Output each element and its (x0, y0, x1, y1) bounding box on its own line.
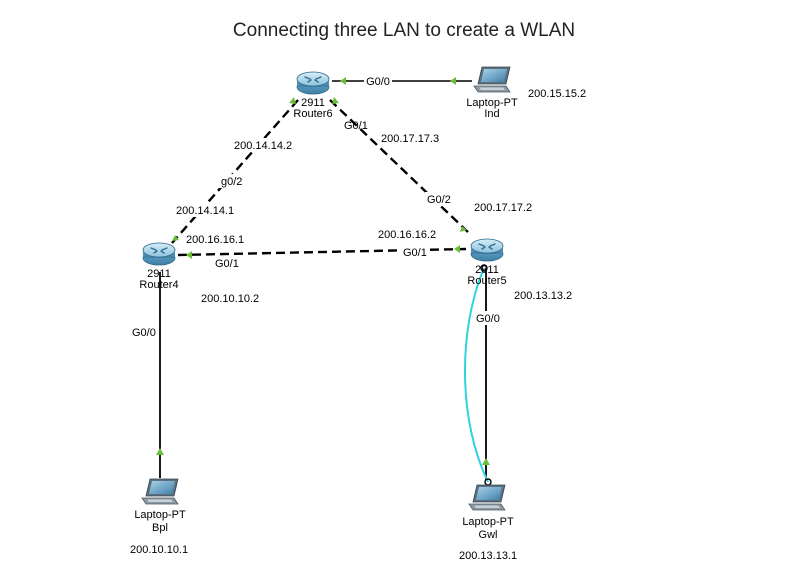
label-gwl-ip: 200.13.13.1 (459, 550, 517, 562)
label-r6-r5-ip: 200.17.17.3 (381, 133, 439, 145)
label-ind-ip: 200.15.15.2 (528, 88, 586, 100)
label-r4-g02: g0/2 (221, 176, 242, 188)
label-r6-g01: G0/1 (344, 120, 368, 132)
laptop-ind-name: Ind (484, 108, 499, 120)
label-r4-g00: G0/0 (132, 327, 156, 339)
router5[interactable]: 2911 Router5 (467, 238, 507, 287)
router6[interactable]: 2911 Router6 (293, 71, 333, 120)
label-r5-lan-ip: 200.13.13.2 (514, 290, 572, 302)
router5-name: Router5 (467, 275, 506, 287)
laptop-gwl-type: Laptop-PT (462, 516, 514, 528)
label-r5-g01: G0/1 (403, 247, 427, 259)
router-icon (296, 71, 330, 95)
laptop-icon (468, 484, 506, 511)
label-r4-lan-ip: 200.10.10.2 (201, 293, 259, 305)
label-r4-r5-ip: 200.16.16.1 (186, 234, 244, 246)
router-icon (142, 242, 176, 266)
label-r4-g01: G0/1 (215, 258, 239, 270)
laptop-bpl-name: Bpl (152, 522, 168, 534)
router5-model: 2911 (475, 264, 499, 276)
router6-model: 2911 (301, 97, 325, 109)
console-cable-router5-gwl (464, 264, 492, 486)
link-router6-router5 (329, 99, 471, 235)
label-r5-r6-ip: 200.17.17.2 (474, 202, 532, 214)
router-icon (470, 238, 504, 262)
laptop-ind[interactable]: Laptop-PT Ind (466, 66, 518, 120)
laptop-gwl-name: Gwl (479, 529, 498, 541)
label-r5-g02: G0/2 (427, 194, 451, 206)
router4[interactable]: 2911 Router4 (139, 242, 179, 291)
laptop-bpl[interactable]: Laptop-PT Bpl (134, 478, 186, 534)
label-r6-g00: G0/0 (366, 76, 390, 88)
laptop-icon (141, 478, 179, 505)
router6-name: Router6 (293, 108, 332, 120)
label-r5-r4-ip: 200.16.16.2 (378, 229, 436, 241)
laptop-gwl[interactable]: Laptop-PT Gwl (462, 484, 514, 541)
interface-labels: G0/0 200.15.15.2 G0/1 200.17.17.3 200.14… (130, 74, 586, 562)
label-bpl-ip: 200.10.10.1 (130, 544, 188, 556)
laptop-bpl-type: Laptop-PT (134, 509, 186, 521)
router4-name: Router4 (139, 279, 178, 291)
link-router6-router4 (171, 99, 299, 244)
label-r5-g00: G0/0 (476, 313, 500, 325)
laptop-ind-type: Laptop-PT (466, 97, 518, 109)
laptop-icon (473, 66, 511, 93)
diagram-title: Connecting three LAN to create a WLAN (232, 20, 576, 41)
port-up-triangle-icon (156, 77, 490, 465)
label-r4-r6-ip: 200.14.14.1 (176, 205, 234, 217)
router4-model: 2911 (147, 268, 171, 280)
label-r6-r4-ip: 200.14.14.2 (234, 140, 292, 152)
